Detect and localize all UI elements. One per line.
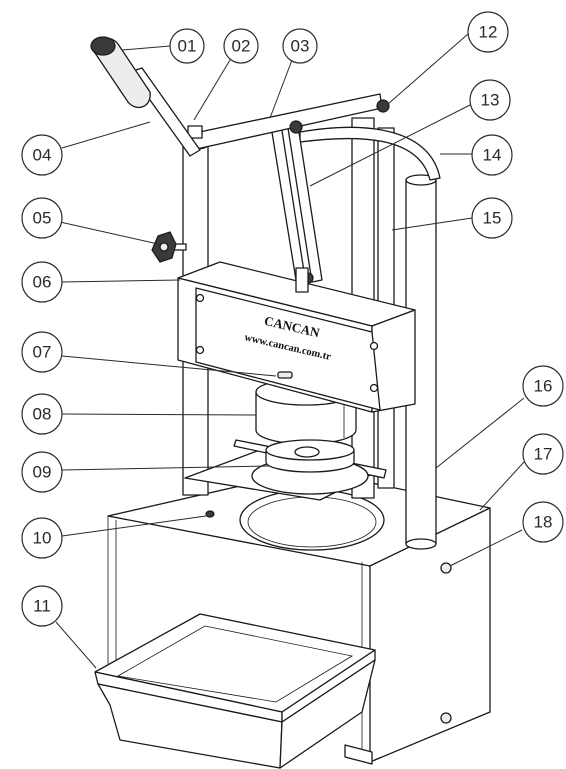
callout-05: 05 bbox=[21, 197, 63, 239]
callout-04: 04 bbox=[21, 134, 63, 176]
svg-text:06: 06 bbox=[33, 273, 52, 292]
callout-14: 14 bbox=[471, 134, 513, 176]
guard-arc bbox=[299, 126, 441, 181]
collection-tray bbox=[94, 613, 376, 769]
base-frame bbox=[107, 469, 491, 765]
callout-12: 12 bbox=[467, 11, 509, 53]
svg-text:03: 03 bbox=[291, 37, 310, 56]
callout-17: 17 bbox=[522, 433, 564, 475]
callout-16: 16 bbox=[522, 365, 564, 407]
callout-08: 08 bbox=[21, 393, 63, 435]
adjustment-knob bbox=[151, 231, 187, 263]
crossbar: CANCAN www.cancan.com.tr bbox=[177, 261, 416, 413]
callout-01: 01 bbox=[169, 28, 205, 64]
svg-text:18: 18 bbox=[534, 513, 553, 532]
svg-text:12: 12 bbox=[479, 23, 498, 42]
punch bbox=[265, 439, 355, 473]
svg-text:08: 08 bbox=[33, 405, 52, 424]
lever-handle bbox=[90, 36, 201, 157]
callouts: 01 02 03 04 05 06 07 08 09 10 11 12 13 1… bbox=[21, 11, 564, 627]
svg-text:14: 14 bbox=[483, 146, 502, 165]
callout-07: 07 bbox=[21, 331, 63, 373]
svg-text:17: 17 bbox=[534, 445, 553, 464]
indicator-pin bbox=[277, 371, 293, 379]
svg-text:02: 02 bbox=[232, 37, 251, 56]
callout-06: 06 bbox=[21, 261, 63, 303]
callout-02: 02 bbox=[223, 28, 259, 64]
callout-09: 09 bbox=[21, 451, 63, 493]
svg-text:09: 09 bbox=[33, 463, 52, 482]
callout-15: 15 bbox=[471, 197, 513, 239]
svg-text:05: 05 bbox=[33, 209, 52, 228]
svg-text:15: 15 bbox=[483, 209, 502, 228]
svg-text:07: 07 bbox=[33, 343, 52, 362]
callout-leaders bbox=[55, 33, 525, 669]
svg-text:11: 11 bbox=[33, 597, 51, 616]
svg-text:16: 16 bbox=[534, 377, 553, 396]
callout-03: 03 bbox=[282, 28, 318, 64]
svg-text:13: 13 bbox=[481, 91, 500, 110]
svg-text:04: 04 bbox=[33, 146, 52, 165]
callout-11: 11 bbox=[21, 585, 63, 627]
link-rods bbox=[269, 117, 323, 293]
svg-text:01: 01 bbox=[178, 37, 197, 56]
callout-18: 18 bbox=[522, 501, 564, 543]
callout-10: 10 bbox=[21, 517, 63, 559]
callout-13: 13 bbox=[469, 79, 511, 121]
svg-text:10: 10 bbox=[33, 529, 52, 548]
